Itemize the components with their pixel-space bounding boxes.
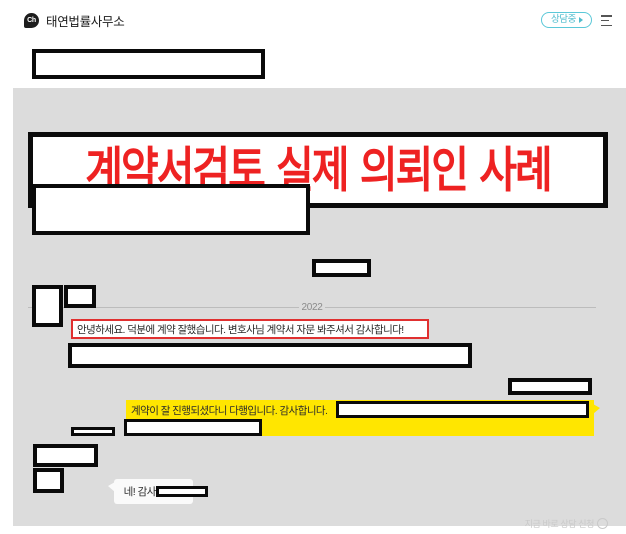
play-triangle-icon [579, 17, 583, 23]
kebab-line-3 [601, 24, 612, 26]
kakao-channel-bubble-icon: Ch [24, 12, 39, 28]
message-bubble-incoming: 안녕하세요. 덕분에 계약 잘했습니다. 변호사님 계약서 자문 봐주셔서 감사… [71, 319, 429, 339]
circle-icon [597, 518, 608, 529]
redaction-box-avatar [33, 468, 64, 493]
kebab-line-2 [601, 19, 609, 22]
footer-hint-label: 지금 바로 상담 신청 [524, 519, 595, 529]
redaction-box-message [68, 343, 472, 368]
redaction-box-avatar [32, 285, 63, 327]
status-badge-label: 상담중 [550, 13, 576, 25]
divider-rule-left [28, 307, 300, 308]
redaction-box [32, 49, 265, 79]
date-divider: 2022 [28, 302, 597, 313]
chat-header: Ch 태연법률사무소 상담중 [0, 0, 626, 40]
redaction-box [71, 427, 115, 436]
redaction-box-sender-name [64, 285, 96, 308]
redaction-box [32, 184, 310, 235]
channel-name: 태연법률사무소 [46, 14, 125, 29]
header-right-group: 상담중 [540, 11, 612, 29]
divider-rule-right [324, 307, 597, 308]
redaction-box-timestamp [508, 378, 592, 395]
date-label: 2022 [301, 302, 323, 313]
header-left-group[interactable]: Ch 태연법률사무소 [24, 11, 125, 30]
chat-body: 계약서검토 실제 의뢰인 사례 2022 안녕하세요. 덕분에 계약 잘했습니다… [0, 40, 626, 534]
promo-title-banner: 계약서검토 실제 의뢰인 사례 [28, 132, 608, 208]
message-text-outgoing: 계약이 잘 진행되셨다니 다행입니다. 감사합니다. [131, 405, 328, 417]
bubble-tail-icon [108, 482, 115, 492]
bubble-tail-icon [593, 404, 600, 414]
status-badge[interactable]: 상담중 [540, 11, 592, 29]
redaction-box-sender-name [33, 444, 98, 467]
kebab-menu-icon[interactable] [601, 14, 612, 26]
footer-hint[interactable]: 지금 바로 상담 신청 [525, 517, 608, 530]
redaction-box [312, 259, 371, 277]
kebab-line-1 [601, 15, 612, 17]
redaction-box-message [336, 401, 589, 418]
redaction-box-timestamp [156, 486, 208, 497]
redaction-box-message [124, 419, 262, 436]
